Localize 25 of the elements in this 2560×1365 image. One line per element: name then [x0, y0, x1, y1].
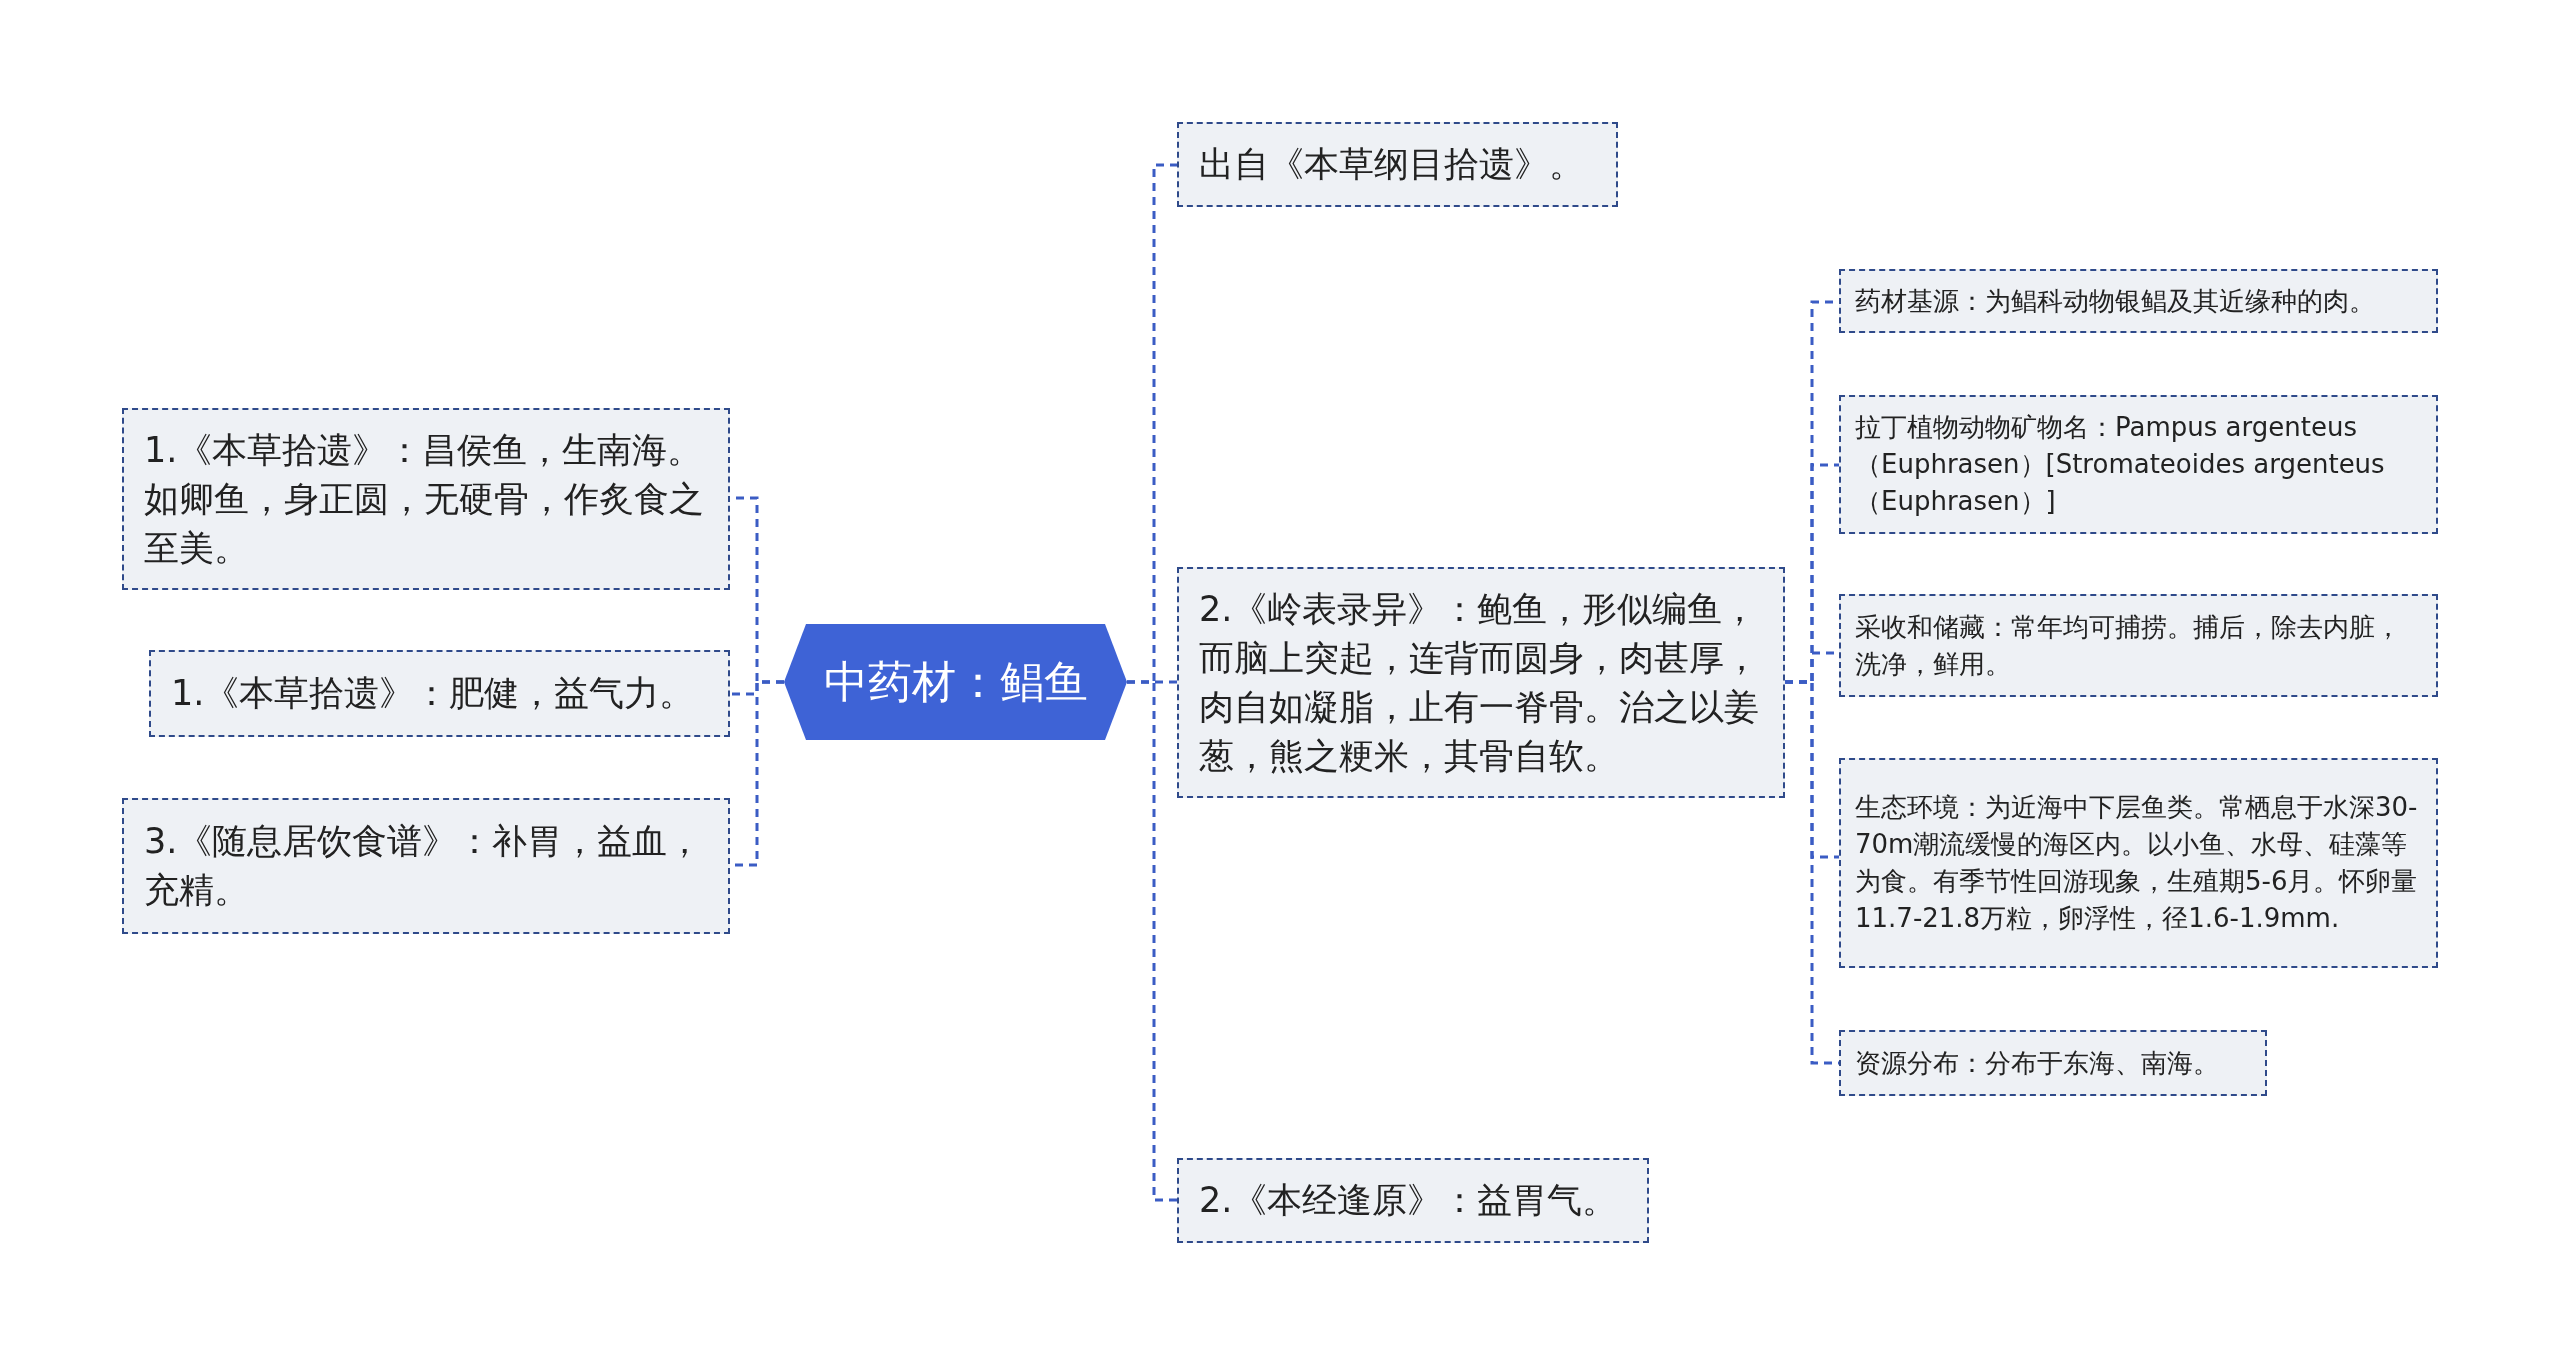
connector-line	[1127, 680, 1177, 1202]
topic-box	[1839, 269, 2438, 333]
topic-text: 采收和储藏：常年均可捕捞。捕后，除去内脏，洗净，鲜用。	[1855, 610, 2402, 681]
topic-box	[1839, 395, 2438, 534]
topic-box	[1177, 1158, 1649, 1243]
topic-text: 生态环境：为近海中下层鱼类。常栖息于水深30-70m潮流缓慢的海区内。以小鱼、水母、硅藻等为食。有季节性回游现象，生殖期5-6月。怀卵量11.7-21.8万粒，卵浮性，径1.6-1.9mm.	[1855, 791, 2419, 935]
central-topic-text: 中药材：鲳鱼	[823, 654, 1088, 709]
topic-text: 2.《本经逢原》：益胃气。	[1199, 1179, 1618, 1222]
topic-text: 出自《本草纲目拾遗》。	[1199, 143, 1584, 186]
topic-box	[1177, 567, 1785, 798]
topic-box	[1839, 1030, 2267, 1096]
topic-box	[149, 650, 730, 737]
central-topic-hexagon	[784, 624, 1127, 740]
topic-text: 药材基源：为鲳科动物银鲳及其近缘种的肉。	[1855, 284, 2375, 318]
topic-text: 拉丁植物动物矿物名：Pampus argenteus（Euphrasen）[Stromateoides argenteus（Euphrasen）]	[1855, 411, 2386, 518]
topic-text: 2.《岭表录异》：鲍鱼，形似编鱼，而脑上突起，连背而圆身，肉甚厚，肉自如凝脂，止有一脊骨。治之以姜葱，熊之粳米，其骨自软。	[1199, 587, 1760, 778]
topic-text: 资源分布：分布于东海、南海。	[1855, 1046, 2219, 1080]
topic-box	[1839, 594, 2438, 697]
topic-text: 1.《本草拾遗》：肥健，益气力。	[171, 672, 695, 715]
topic-box	[1839, 758, 2438, 968]
topic-text: 3.《随息居饮食谱》：补胃，益血，充精。	[144, 820, 704, 912]
topic-box	[122, 798, 730, 934]
topic-text: 1.《本草拾遗》：昌侯鱼，生南海。如卿鱼，身正圆，无硬骨，作炙食之至美。	[144, 428, 705, 570]
topic-box	[1177, 122, 1618, 207]
topic-box	[122, 408, 730, 590]
